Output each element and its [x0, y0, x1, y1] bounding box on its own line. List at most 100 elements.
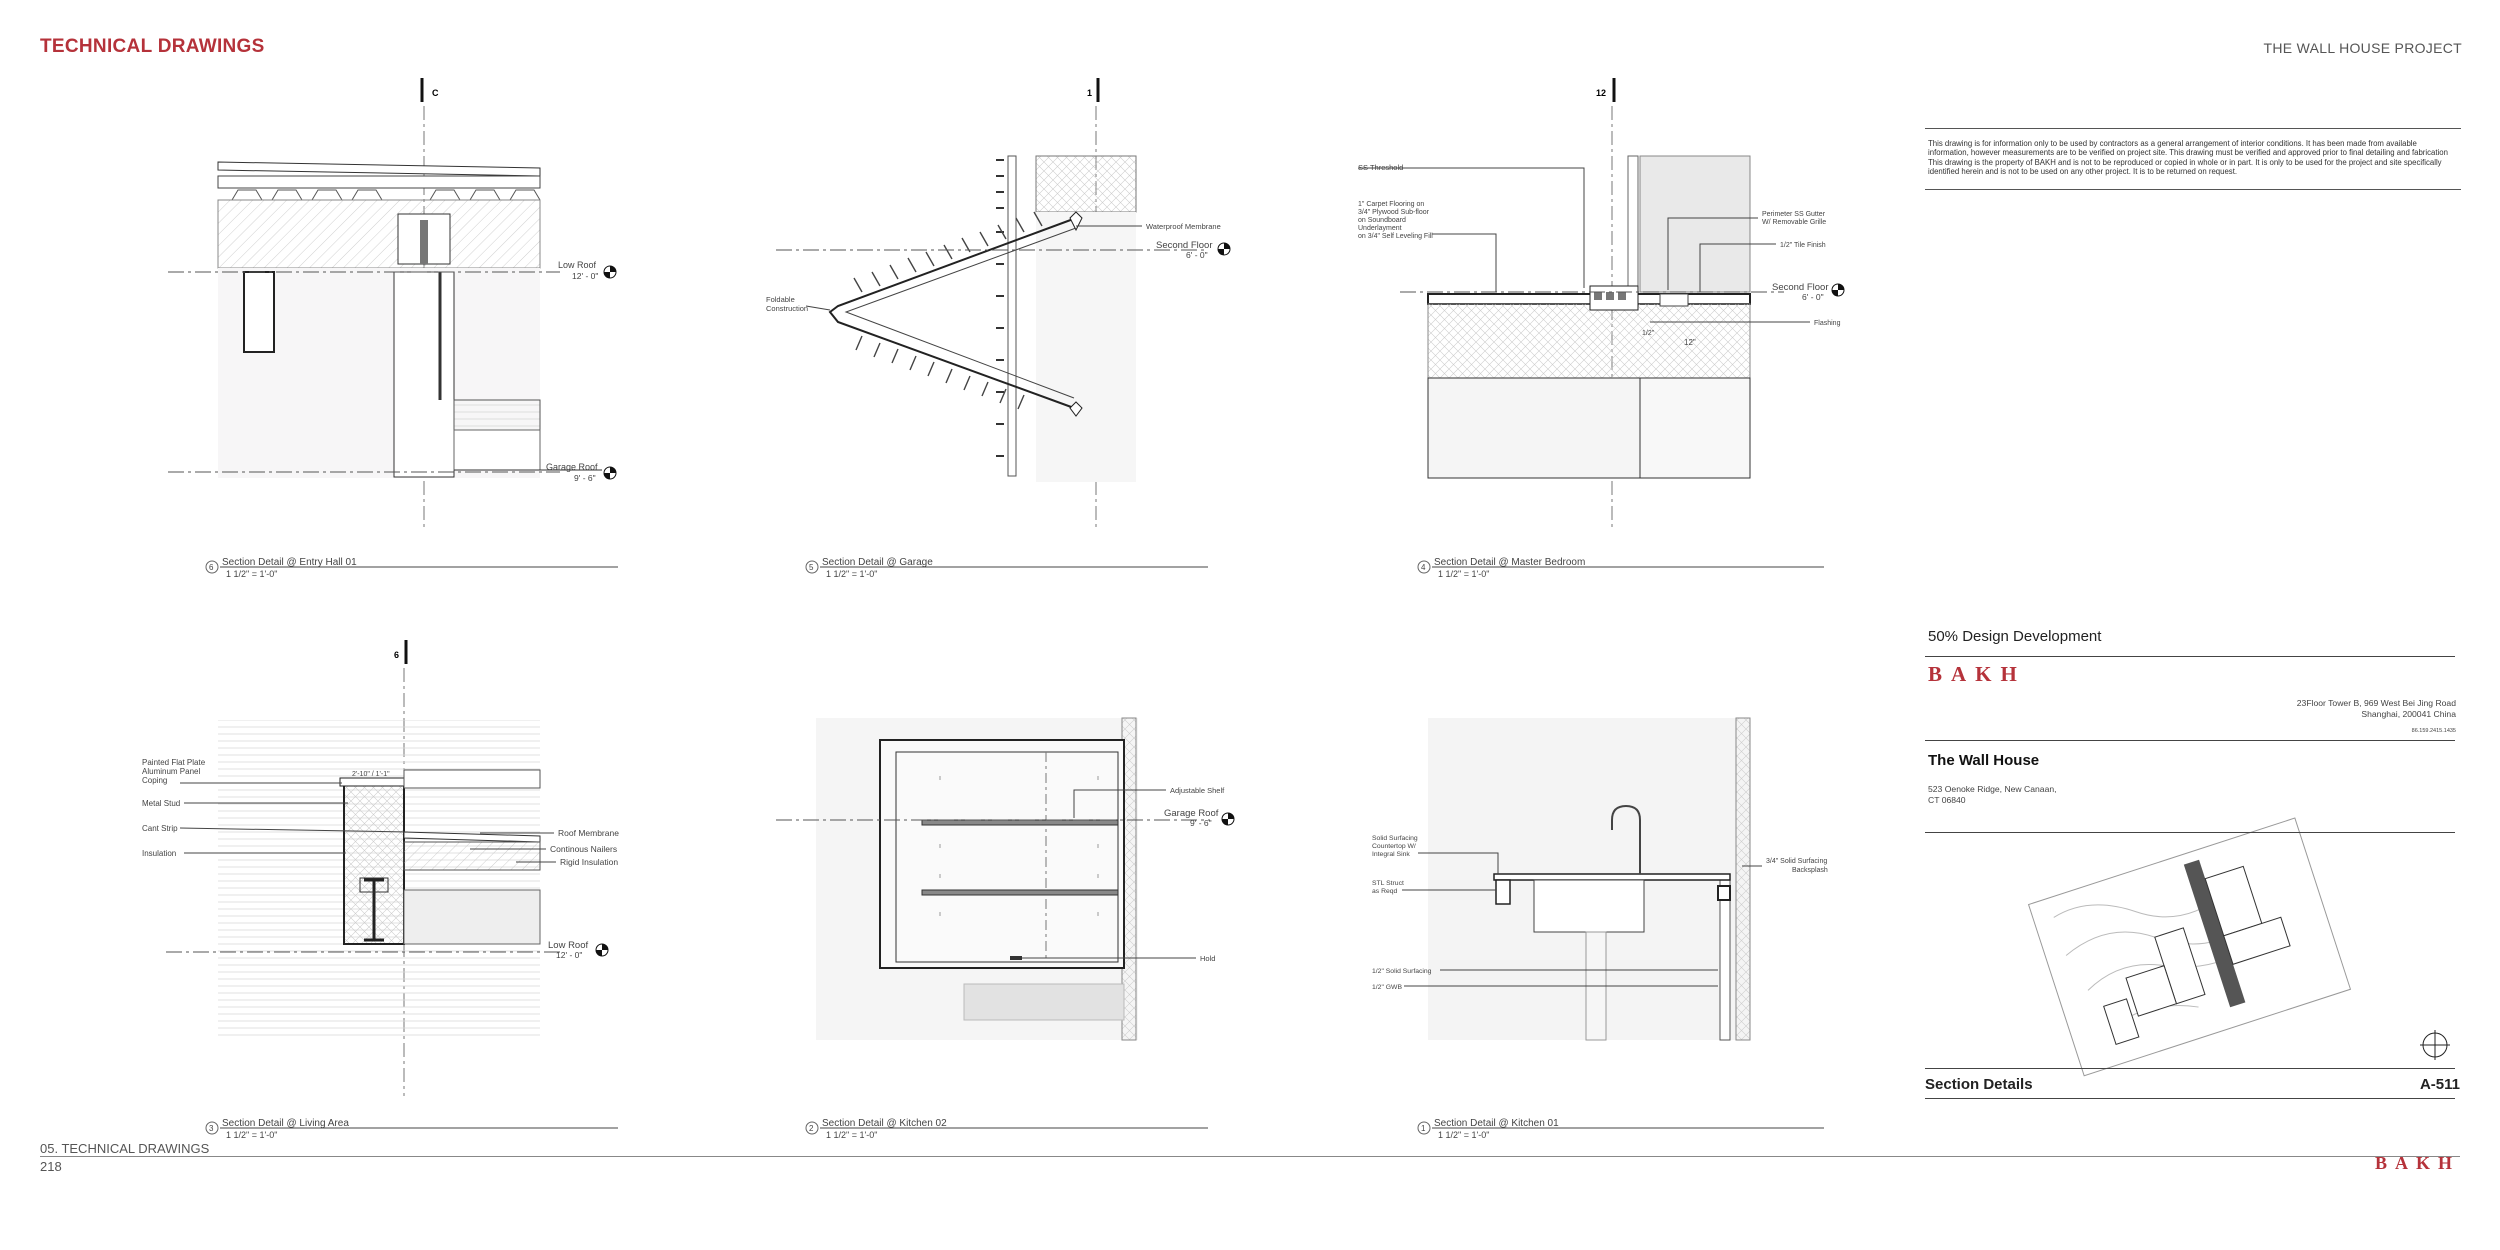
project-name-header: THE WALL HOUSE PROJECT — [2263, 40, 2462, 56]
svg-text:6' - 0": 6' - 0" — [1186, 250, 1208, 260]
page-number: 218 — [40, 1159, 62, 1174]
svg-text:Second Floor: Second Floor — [1772, 282, 1829, 293]
svg-text:Section Detail @ Garage: Section Detail @ Garage — [822, 557, 933, 568]
grid-marker-label: C — [432, 88, 439, 98]
svg-text:Section Detail @ Master Bedroo: Section Detail @ Master Bedroom — [1434, 557, 1585, 568]
svg-text:Countertop W/: Countertop W/ — [1372, 843, 1416, 850]
company-phone: 86.159.2415.1435 — [2411, 728, 2456, 734]
svg-text:12' - 0": 12' - 0" — [556, 950, 582, 960]
svg-text:Low Roof: Low Roof — [558, 260, 597, 270]
project-address: 523 Oenoke Ridge, New Canaan, CT 06840 — [1928, 784, 2057, 805]
sheet-number: A-511 — [2419, 1076, 2460, 1093]
svg-text:Section Detail @ Living Area: Section Detail @ Living Area — [222, 1118, 349, 1129]
svg-text:Adjustable Shelf: Adjustable Shelf — [1170, 786, 1225, 795]
svg-text:3/4" Plywood Sub-floor: 3/4" Plywood Sub-floor — [1358, 209, 1430, 216]
svg-text:6' - 0": 6' - 0" — [1802, 292, 1824, 302]
divider — [1925, 740, 2455, 741]
divider — [1925, 832, 2455, 833]
detail-callout-1: 1 Section Detail @ Kitchen 01 1 1/2" = 1… — [1417, 1118, 1824, 1140]
svg-text:1/2": 1/2" — [1642, 330, 1655, 337]
svg-text:1 1/2" = 1'-0": 1 1/2" = 1'-0" — [1438, 1130, 1489, 1140]
svg-text:STL Struct: STL Struct — [1372, 880, 1404, 887]
svg-text:3: 3 — [209, 1124, 214, 1133]
project-title: The Wall House — [1928, 752, 2040, 769]
svg-text:Underlayment: Underlayment — [1358, 225, 1402, 232]
svg-text:as Reqd: as Reqd — [1372, 888, 1398, 895]
detail-callout-6: 6 Section Detail @ Entry Hall 01 1 1/2" … — [205, 557, 618, 579]
svg-text:1/2" Solid Surfacing: 1/2" Solid Surfacing — [1372, 968, 1432, 975]
detail-title: Section Detail @ Entry Hall 01 — [222, 557, 357, 568]
svg-text:1 1/2" = 1'-0": 1 1/2" = 1'-0" — [826, 1130, 877, 1140]
svg-text:Roof Membrane: Roof Membrane — [558, 828, 619, 838]
svg-text:Low Roof: Low Roof — [548, 940, 588, 951]
svg-text:3/4" Solid Surfacing: 3/4" Solid Surfacing — [1766, 858, 1827, 865]
svg-text:on 3/4" Self Leveling Fill: on 3/4" Self Leveling Fill — [1358, 233, 1433, 240]
svg-text:W/ Removable Grille: W/ Removable Grille — [1762, 219, 1826, 226]
site-key-plan — [2027, 817, 2352, 1077]
svg-text:Integral Sink: Integral Sink — [1372, 851, 1410, 858]
detail-callout-5: 5 Section Detail @ Garage 1 1/2" = 1'-0" — [805, 557, 1208, 579]
svg-text:1 1/2" = 1'-0": 1 1/2" = 1'-0" — [226, 1130, 277, 1140]
svg-text:Aluminum Panel: Aluminum Panel — [142, 767, 200, 776]
svg-text:Continous Nailers: Continous Nailers — [550, 844, 617, 854]
svg-text:6: 6 — [394, 650, 399, 660]
svg-text:1 1/2" = 1'-0": 1 1/2" = 1'-0" — [826, 569, 877, 579]
svg-text:Insulation: Insulation — [142, 849, 176, 858]
divider — [1925, 656, 2455, 657]
svg-text:Construction: Construction — [766, 304, 808, 313]
page-section-title: TECHNICAL DRAWINGS — [40, 36, 265, 57]
detail-callout-2: 2 Section Detail @ Kitchen 02 1 1/2" = 1… — [805, 1118, 1208, 1140]
svg-text:on Soundboard: on Soundboard — [1358, 217, 1406, 224]
svg-text:Perimeter SS Gutter: Perimeter SS Gutter — [1762, 211, 1826, 218]
svg-text:Foldable: Foldable — [766, 295, 795, 304]
svg-text:Section Detail @ Kitchen 02: Section Detail @ Kitchen 02 — [822, 1118, 947, 1129]
svg-text:Solid Surfacing: Solid Surfacing — [1372, 835, 1418, 842]
svg-text:12' - 0": 12' - 0" — [572, 271, 598, 281]
detail-master-bedroom: 12 SS Threshold 1" Carpet Flooring on 3/… — [1358, 78, 1845, 530]
svg-text:Coping: Coping — [142, 776, 167, 785]
detail-living-area: 6 2'-10" / 1'-1" Painted Flat Plate Alum… — [142, 640, 619, 1096]
svg-text:9' - 6": 9' - 6" — [574, 473, 596, 483]
company-address: 23Floor Tower B, 969 West Bei Jing Road … — [2296, 698, 2456, 719]
detail-kitchen-01: Solid Surfacing Countertop W/ Integral S… — [1372, 717, 1828, 1041]
svg-text:Cant Strip: Cant Strip — [142, 824, 178, 833]
svg-text:12: 12 — [1596, 88, 1606, 98]
svg-text:Second Floor: Second Floor — [1156, 240, 1213, 251]
svg-text:1: 1 — [1087, 88, 1092, 98]
svg-text:Waterproof Membrane: Waterproof Membrane — [1146, 222, 1221, 231]
svg-text:1: 1 — [1421, 1124, 1426, 1133]
svg-text:1/2" GWB: 1/2" GWB — [1372, 984, 1402, 991]
svg-text:2'-10" / 1'-1": 2'-10" / 1'-1" — [352, 771, 390, 778]
svg-text:2: 2 — [809, 1124, 814, 1133]
svg-text:1" Carpet Flooring on: 1" Carpet Flooring on — [1358, 201, 1424, 208]
design-phase: 50% Design Development — [1928, 628, 2102, 645]
svg-text:SS Threshold: SS Threshold — [1358, 163, 1403, 172]
svg-text:Metal Stud: Metal Stud — [142, 799, 180, 808]
svg-text:Flashing: Flashing — [1814, 320, 1841, 327]
company-logo: BAKH — [1928, 662, 2026, 686]
footer-section: 05. TECHNICAL DRAWINGS — [40, 1141, 210, 1156]
detail-scale: 1 1/2" = 1'-0" — [226, 569, 277, 579]
svg-text:Backsplash: Backsplash — [1792, 867, 1828, 874]
svg-text:Hold: Hold — [1200, 954, 1215, 963]
svg-text:12": 12" — [1684, 338, 1696, 347]
svg-text:Section Detail @ Kitchen 01: Section Detail @ Kitchen 01 — [1434, 1118, 1559, 1129]
footer-rule — [40, 1156, 2460, 1157]
svg-text:1 1/2" = 1'-0": 1 1/2" = 1'-0" — [1438, 569, 1489, 579]
svg-text:5: 5 — [809, 563, 814, 572]
sheet-title: Section Details — [1925, 1076, 2033, 1093]
svg-text:1/2" Tile Finish: 1/2" Tile Finish — [1780, 242, 1826, 249]
divider — [1925, 1068, 2455, 1069]
svg-text:Garage Roof: Garage Roof — [1164, 808, 1219, 819]
svg-text:6: 6 — [209, 563, 214, 572]
detail-garage: 1 Waterproof Membrane Second Floor 6' - … — [766, 78, 1231, 530]
detail-callout-3: 3 Section Detail @ Living Area 1 1/2" = … — [205, 1118, 618, 1140]
footer-logo: BAKH — [2374, 1153, 2460, 1173]
divider — [1925, 1098, 2455, 1099]
detail-callout-4: 4 Section Detail @ Master Bedroom 1 1/2"… — [1417, 557, 1824, 579]
svg-text:4: 4 — [1421, 563, 1426, 572]
detail-entry-hall: C Low Roof 12' - 0" Garage Roof 9' - 6" — [168, 78, 617, 530]
svg-text:Garage Roof: Garage Roof — [546, 462, 598, 472]
north-arrow-icon — [2420, 1030, 2450, 1060]
